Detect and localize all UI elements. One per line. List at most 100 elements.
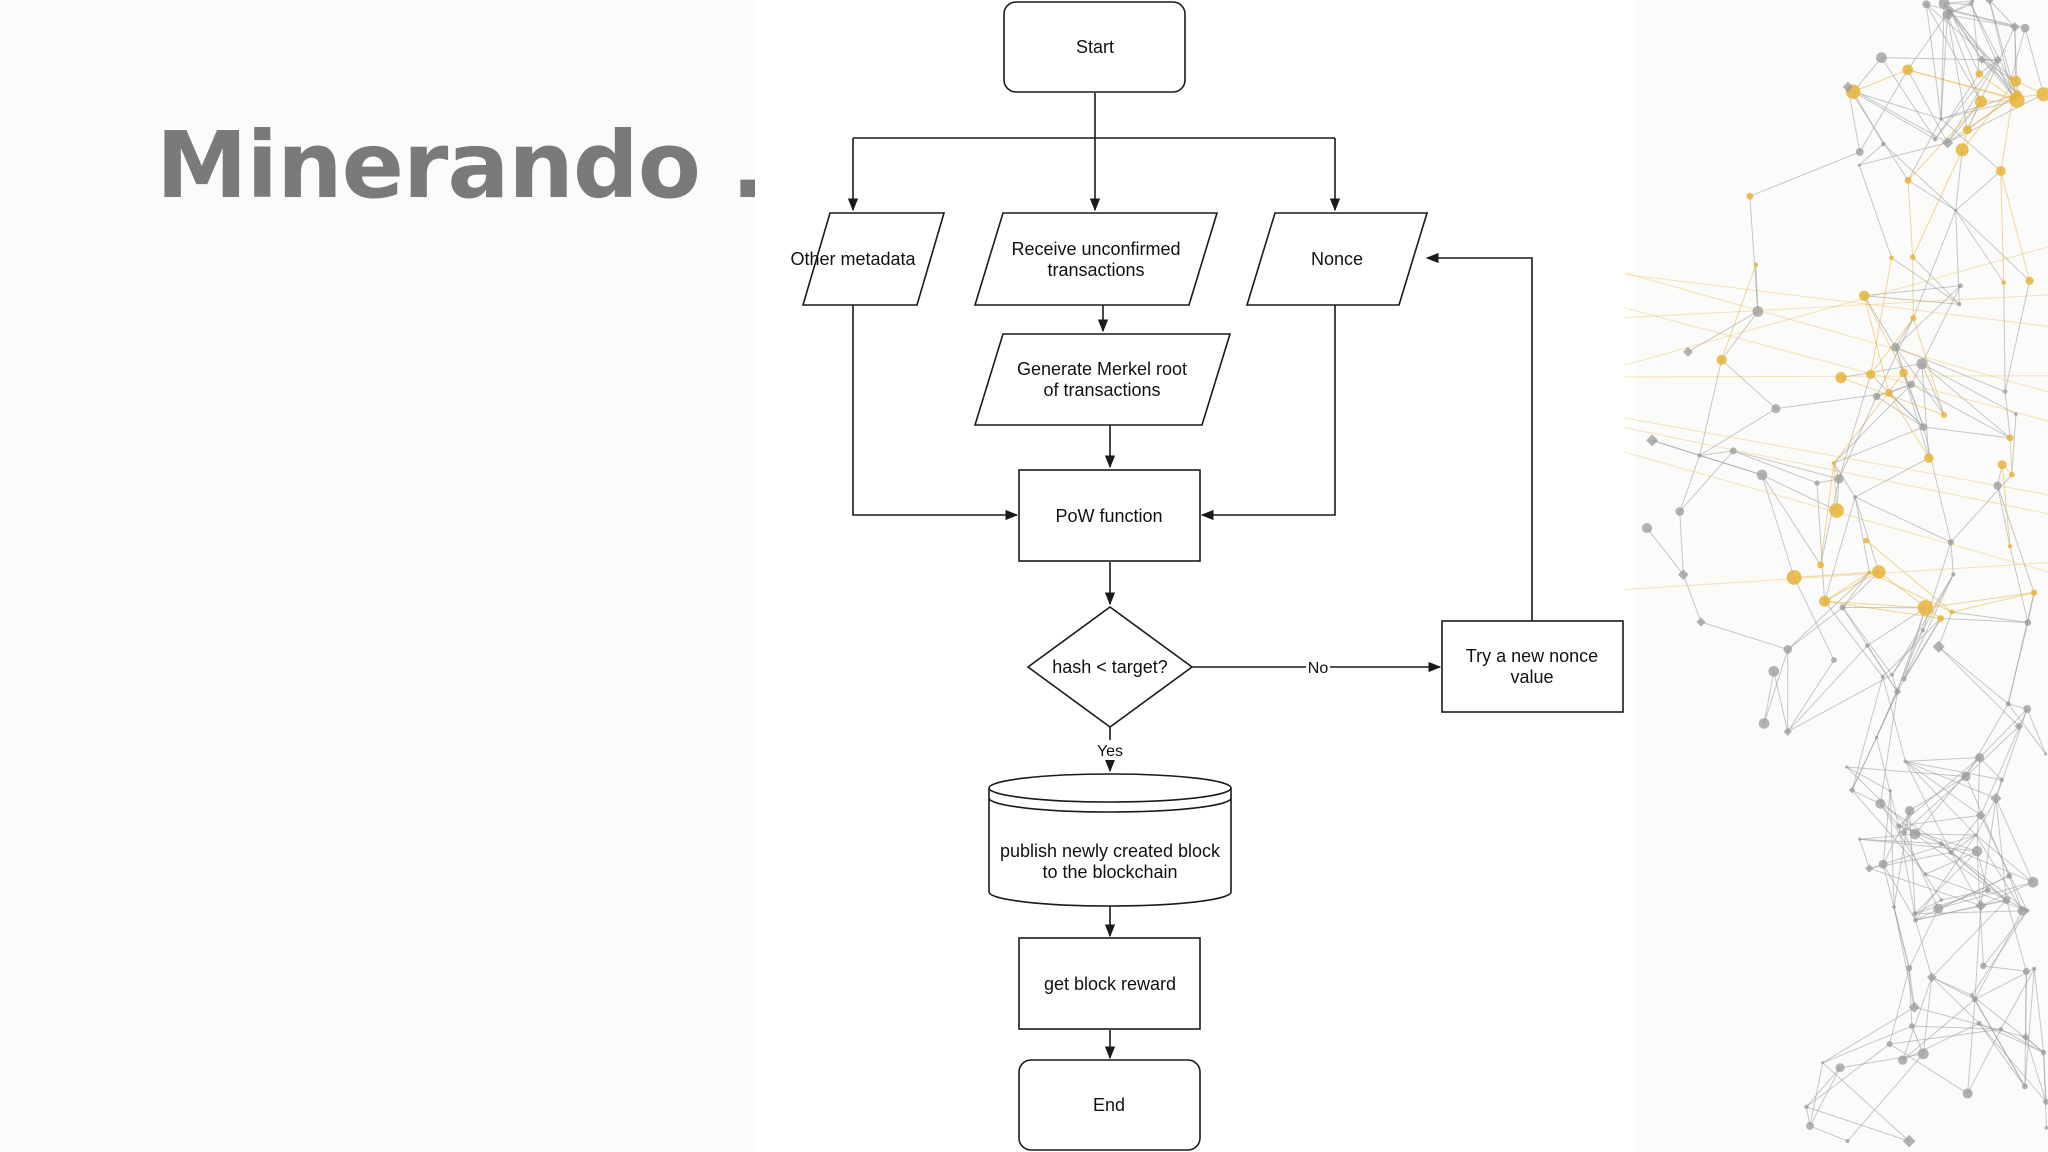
network-node (1975, 900, 1987, 912)
network-node (2027, 876, 2039, 888)
network-node (2044, 752, 2048, 756)
network-link (1867, 607, 1926, 646)
network-link (1833, 383, 1912, 464)
network-link (1721, 264, 1757, 361)
network-link (2024, 968, 2035, 1087)
network-node (1937, 615, 1945, 622)
network-link (1721, 311, 1759, 361)
network-link (1902, 1022, 1980, 1061)
network-link (2026, 708, 2047, 755)
edge-nonce-pow (1200, 305, 1336, 521)
network-link (1940, 118, 2002, 172)
network-link (1895, 285, 1961, 348)
network-node (1901, 676, 1907, 682)
network-link (1847, 1053, 1924, 1142)
network-link (1870, 257, 1893, 375)
network-node (1845, 1138, 1850, 1144)
edge-yes-label-bg (1093, 740, 1127, 760)
network-link (1909, 810, 1917, 921)
network-node (2032, 966, 2037, 971)
network-node (1904, 805, 1915, 816)
network-link (1866, 540, 1953, 613)
network-link (1907, 118, 1942, 181)
network-link (1912, 256, 1960, 305)
network-link (1824, 600, 1884, 678)
network-node (2009, 92, 2025, 108)
node-pow-label: PoW function (1055, 506, 1162, 526)
network-link (1950, 542, 1954, 575)
network-link (1854, 457, 1930, 498)
network-link (1915, 919, 1933, 978)
network-node (1962, 125, 1972, 135)
network-link (1947, 101, 1982, 144)
network-node (1893, 687, 1902, 696)
network-link (1822, 1006, 1915, 1064)
network-node (1975, 70, 1984, 78)
network-link (1925, 4, 1942, 119)
network-node (1848, 786, 1856, 794)
network-node (1980, 962, 1987, 970)
network-link (1911, 383, 2011, 439)
network-link (2024, 971, 2027, 1087)
network-link (1699, 450, 1734, 456)
network-link (1679, 450, 1734, 512)
network-link (1903, 574, 1954, 680)
network-node (1939, 898, 1944, 902)
network-link (2007, 703, 2047, 755)
network-link (1950, 834, 1977, 853)
network-node (1858, 837, 1862, 841)
node-block-reward: get block reward (1018, 937, 1201, 1030)
network-node (1865, 864, 1874, 873)
network-link (1981, 59, 2012, 80)
network-link (1940, 3, 1945, 119)
mining-flowchart: Start Other metadata Receive unconfirmed… (755, 0, 1635, 1152)
network-node (1947, 539, 1954, 546)
network-node (1924, 453, 1934, 463)
network-link (1876, 317, 1914, 397)
network-link (1979, 708, 2028, 758)
network-node (1917, 600, 1934, 616)
network-link (1967, 93, 2018, 131)
network-link (1940, 617, 2028, 623)
node-merkle-root: Generate Merkel root of transactions (973, 333, 1232, 426)
network-link (1749, 151, 1860, 197)
network-link (1914, 899, 1942, 915)
network-node (1999, 777, 2004, 783)
network-link (1908, 968, 1913, 1027)
network-node (1696, 617, 1706, 627)
network-link (2010, 27, 2026, 79)
network-node (1819, 595, 1831, 607)
network-node (1902, 64, 1914, 76)
network-link (1955, 210, 2030, 282)
network-link (1851, 789, 1881, 805)
network-link (1975, 834, 2023, 912)
network-node (2042, 1098, 2048, 1106)
network-link (1787, 674, 1893, 733)
network-node (1976, 1020, 1982, 1026)
network-link (1863, 295, 1890, 394)
network-link (1914, 889, 1988, 915)
network-link (1934, 59, 1999, 140)
network-link (1869, 572, 1953, 613)
network-link (1974, 910, 2023, 1000)
network-link (1852, 91, 1936, 140)
network-link (1847, 86, 1948, 144)
network-node (2021, 1083, 2028, 1090)
node-receive-label-line1: Receive unconfirmed (1011, 239, 1180, 259)
network-link (1940, 843, 2028, 912)
network-link (1915, 905, 1981, 921)
network-node (1957, 283, 1963, 289)
network-link (1907, 179, 1956, 211)
node-merkle-label-line2: of transactions (1043, 380, 1160, 400)
node-publish-label-line2: to the blockchain (1042, 862, 1177, 882)
network-link (1859, 69, 1909, 153)
network-node (1975, 810, 1986, 821)
network-node (1889, 255, 1894, 261)
network-link (1733, 450, 1840, 480)
network-link (1971, 0, 1980, 74)
network-node (1899, 368, 1908, 378)
network-link (1922, 574, 1954, 631)
network-link (1976, 851, 1989, 891)
network-link (2004, 391, 2011, 439)
node-end: End (1018, 1059, 1201, 1151)
